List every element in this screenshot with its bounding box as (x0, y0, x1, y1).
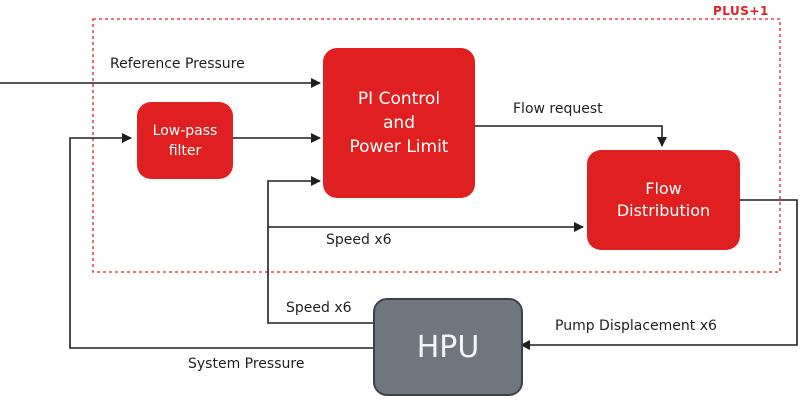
pi-control-block: PI Control and Power Limit (323, 48, 475, 198)
pump-displacement-label: Pump Displacement x6 (555, 318, 717, 334)
low-pass-filter-block: Low-pass filter (137, 102, 233, 179)
reference-pressure-label: Reference Pressure (110, 56, 245, 72)
hpu-block: HPU (373, 298, 523, 396)
speed-to-pi-line (267, 176, 373, 324)
flow-request-label: Flow request (513, 101, 603, 117)
system-pressure-line (69, 133, 373, 349)
system-pressure-label: System Pressure (188, 356, 305, 372)
plus1-label: PLUS+1 (713, 4, 769, 18)
pump-displacement-line (520, 199, 798, 350)
flow-distribution-block: Flow Distribution (587, 150, 740, 250)
speed-upper-label: Speed x6 (326, 232, 392, 248)
flow-request-line (475, 125, 667, 147)
plus1-boundary (92, 18, 781, 273)
speed-lower-label: Speed x6 (286, 300, 352, 316)
